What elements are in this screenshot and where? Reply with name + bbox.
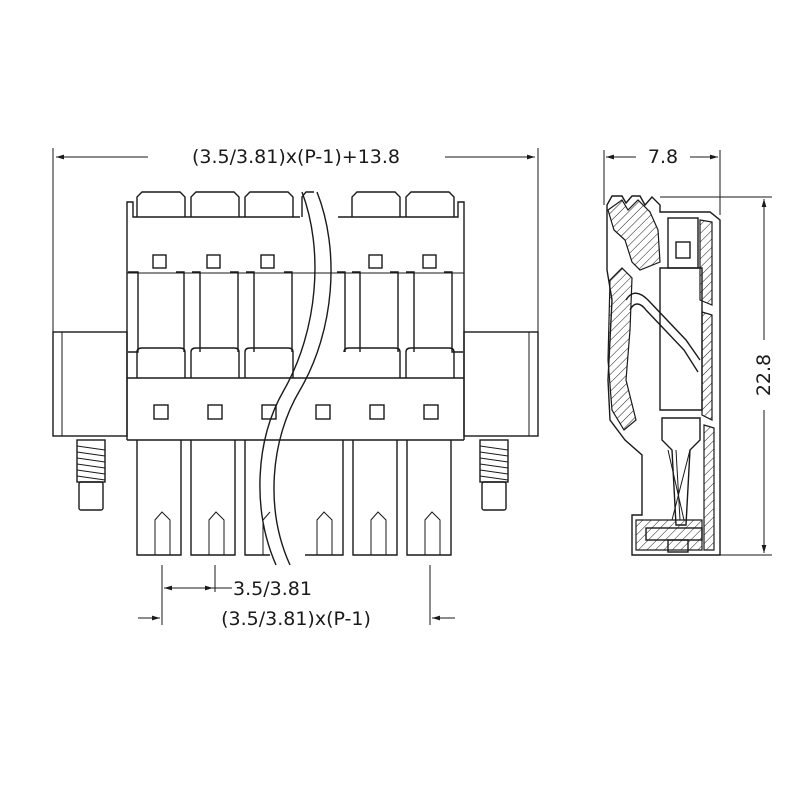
lower-legs <box>136 440 452 556</box>
spring-contact <box>645 417 703 553</box>
lower-windows <box>153 404 439 420</box>
span-dimension: (3.5/3.81)x(P-1) <box>138 565 455 630</box>
side-view: 7.8 22.8 <box>603 146 775 556</box>
span-label: (3.5/3.81)x(P-1) <box>221 608 371 630</box>
side-flanges <box>52 331 539 437</box>
upper-housing <box>126 201 465 441</box>
left-screw <box>76 439 106 511</box>
height-dimension: 22.8 <box>660 196 775 556</box>
pitch-label: 3.5/3.81 <box>233 578 312 600</box>
top-caps <box>136 191 455 217</box>
overall-width-label: (3.5/3.81)x(P-1)+13.8 <box>192 146 400 168</box>
right-screw <box>479 439 509 511</box>
upper-windows <box>152 254 437 269</box>
pitch-dimension: 3.5/3.81 <box>161 565 312 625</box>
depth-label: 7.8 <box>648 146 678 168</box>
depth-dimension: 7.8 <box>603 146 721 215</box>
side-body <box>606 195 721 556</box>
break-lines <box>259 191 332 566</box>
release-levers <box>128 271 463 378</box>
height-label: 22.8 <box>753 354 775 396</box>
wire-cavity <box>625 217 703 411</box>
overall-width-dimension: (3.5/3.81)x(P-1)+13.8 <box>52 146 539 435</box>
front-view: (3.5/3.81)x(P-1)+13.8 <box>52 146 539 630</box>
